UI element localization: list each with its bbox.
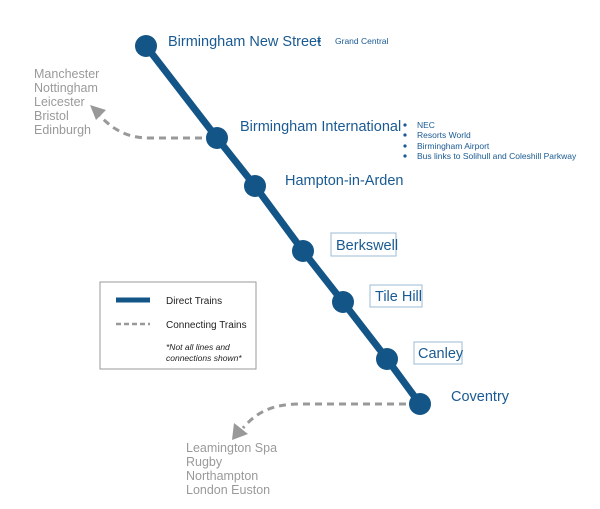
- station-label: Birmingham International: [240, 119, 401, 135]
- station-label-box: [413, 341, 463, 365]
- legend: Direct Trains Connecting Trains *Not all…: [99, 281, 257, 370]
- legend-connecting-label: Connecting Trains: [166, 320, 247, 331]
- station-dot-canley[interactable]: [376, 348, 398, 370]
- connection-item: Bus links to Solihull and Coleshill Park…: [417, 151, 577, 161]
- station-label: Birmingham New Street: [168, 34, 321, 50]
- destination-south: Northampton: [186, 469, 258, 483]
- bullet-icon: [403, 133, 407, 137]
- destination-north: Bristol: [34, 109, 69, 123]
- destination-north: Leicester: [34, 95, 85, 109]
- connection-item: Birmingham Airport: [417, 141, 490, 151]
- bullet-icon: [403, 123, 407, 127]
- station-dot-hampton-in-arden[interactable]: [244, 175, 266, 197]
- destination-north: Edinburgh: [34, 123, 91, 137]
- connection-item: NEC: [417, 120, 435, 130]
- connection-item: Grand Central: [335, 36, 388, 46]
- station-dot-berkswell[interactable]: [292, 240, 314, 262]
- station-label: Tile Hill: [375, 289, 422, 305]
- station-label-box: [330, 232, 397, 257]
- legend-direct-label: Direct Trains: [166, 296, 222, 307]
- destination-south: Rugby: [186, 455, 223, 469]
- arrow-south-icon: [232, 423, 248, 440]
- connection-item: Resorts World: [417, 130, 471, 140]
- connecting-line-south: [241, 402, 418, 429]
- legend-note: *Not all lines and: [166, 342, 230, 352]
- station-label: Berkswell: [336, 238, 398, 254]
- station-label: Canley: [418, 346, 464, 362]
- destination-north: Manchester: [34, 67, 99, 81]
- station-dot-birmingham-new-street[interactable]: [135, 35, 157, 57]
- station-label: Coventry: [451, 389, 510, 405]
- bullet-icon: [317, 39, 321, 43]
- connecting-line-north: [98, 114, 214, 140]
- destination-north: Nottingham: [34, 81, 98, 95]
- destination-south: London Euston: [186, 483, 270, 497]
- station-dot-coventry[interactable]: [409, 393, 431, 415]
- station-label-box: [369, 284, 423, 308]
- legend-note: connections shown*: [166, 353, 242, 363]
- bullet-icon: [403, 154, 407, 158]
- station-label: Hampton-in-Arden: [285, 173, 403, 189]
- arrow-north-icon: [90, 105, 106, 120]
- bullet-icon: [403, 144, 407, 148]
- destination-south: Leamington Spa: [186, 441, 277, 455]
- station-dot-birmingham-international[interactable]: [206, 127, 228, 149]
- station-dot-tile-hill[interactable]: [332, 291, 354, 313]
